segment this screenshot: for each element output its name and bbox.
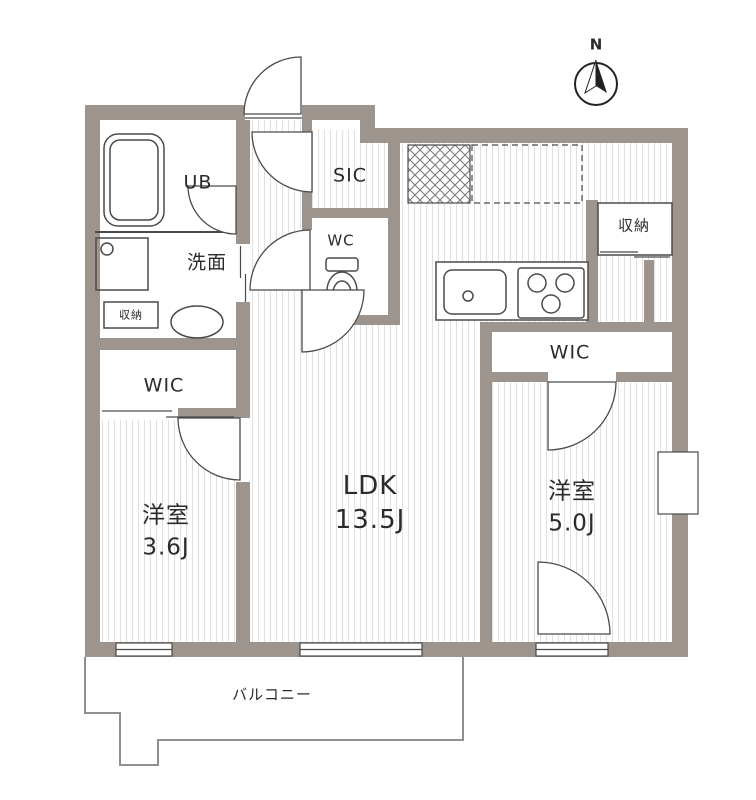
ldk-floor [250, 325, 480, 642]
storage-right-box [597, 202, 673, 256]
thin-partitions [95, 202, 673, 258]
room-label-sic: SIC [333, 164, 367, 187]
sink-drain-icon [462, 290, 474, 302]
white-rooms [95, 120, 672, 408]
stove-icon [517, 267, 585, 319]
wall-top-b [302, 105, 375, 120]
room-label-washroom: 洗面 [186, 251, 228, 274]
entry-door-arc [243, 56, 302, 115]
opening-wic-left [100, 408, 178, 420]
wall-sic-wc-divider [312, 208, 388, 218]
window-bedroom-right [535, 642, 609, 657]
room-label-ub: UB [183, 171, 213, 194]
sic-floor [312, 130, 395, 210]
room-size-bedroom-right: 5.0J [548, 510, 596, 537]
wall-ldk-bedroom-right [480, 322, 492, 642]
room-size-ldk: 13.5J [334, 505, 406, 535]
compass-icon [574, 59, 618, 106]
wc-door-arc [249, 229, 311, 291]
washbasin-icon [170, 305, 224, 339]
wall-left [85, 105, 100, 657]
wall-hall-right [302, 120, 312, 325]
wall-top-c [360, 128, 688, 143]
kitchen [407, 144, 589, 321]
room-label-storage-left: 収納 [119, 308, 143, 322]
room-label-bedroom-left: 洋室 [142, 502, 190, 529]
room-label-wic-right: WIC [549, 341, 591, 364]
kitchen-top-right-floor [588, 143, 672, 203]
opening-washroom [236, 244, 250, 302]
kitchen-sink-icon [443, 269, 507, 315]
bathtub-icon [103, 133, 165, 227]
wic-left-room [95, 350, 236, 408]
room-label-ldk: LDK [342, 471, 398, 501]
ub-door-arc [187, 185, 237, 235]
refrigerator-space [471, 144, 583, 204]
wall-right [672, 128, 688, 657]
room-label-wc: WC [327, 231, 355, 250]
opening-bedroom-right [548, 372, 616, 382]
ldk-door-arc [301, 289, 365, 353]
washing-machine-icon [95, 237, 149, 291]
wall-kitchen-right [586, 200, 598, 332]
storage-small-left-box [103, 301, 159, 329]
balcony-label: バルコニー [232, 685, 312, 704]
room-size-bedroom-left: 3.6J [142, 534, 190, 561]
compass-label: N [589, 35, 603, 54]
window-ldk [299, 642, 423, 657]
room-label-bedroom-right: 洋室 [548, 478, 596, 505]
sic-door-arc [251, 131, 313, 193]
wic-right-room [492, 332, 672, 372]
bedroom-right-window-door-arc [537, 561, 611, 635]
room-label-wic-left: WIC [143, 374, 185, 397]
wall-top-a [85, 105, 245, 120]
window-bedroom-left [115, 642, 173, 657]
bedroom-left-door-arc [177, 417, 241, 481]
right-mid-floor [598, 255, 672, 332]
wall-washroom-wic [95, 338, 236, 350]
wall-center-vertical [236, 120, 250, 642]
doors [177, 56, 617, 635]
balcony-outline [84, 657, 464, 766]
door-right-wall [657, 451, 699, 515]
windows [115, 451, 699, 657]
pipe-space-hatch [407, 144, 471, 204]
bedroom-right-door-arc [547, 381, 617, 451]
wall-sic-wc-right [388, 128, 400, 325]
duct-column [644, 260, 654, 322]
wall-wic-right-top [480, 322, 672, 332]
room-label-storage-right: 収納 [617, 216, 651, 235]
